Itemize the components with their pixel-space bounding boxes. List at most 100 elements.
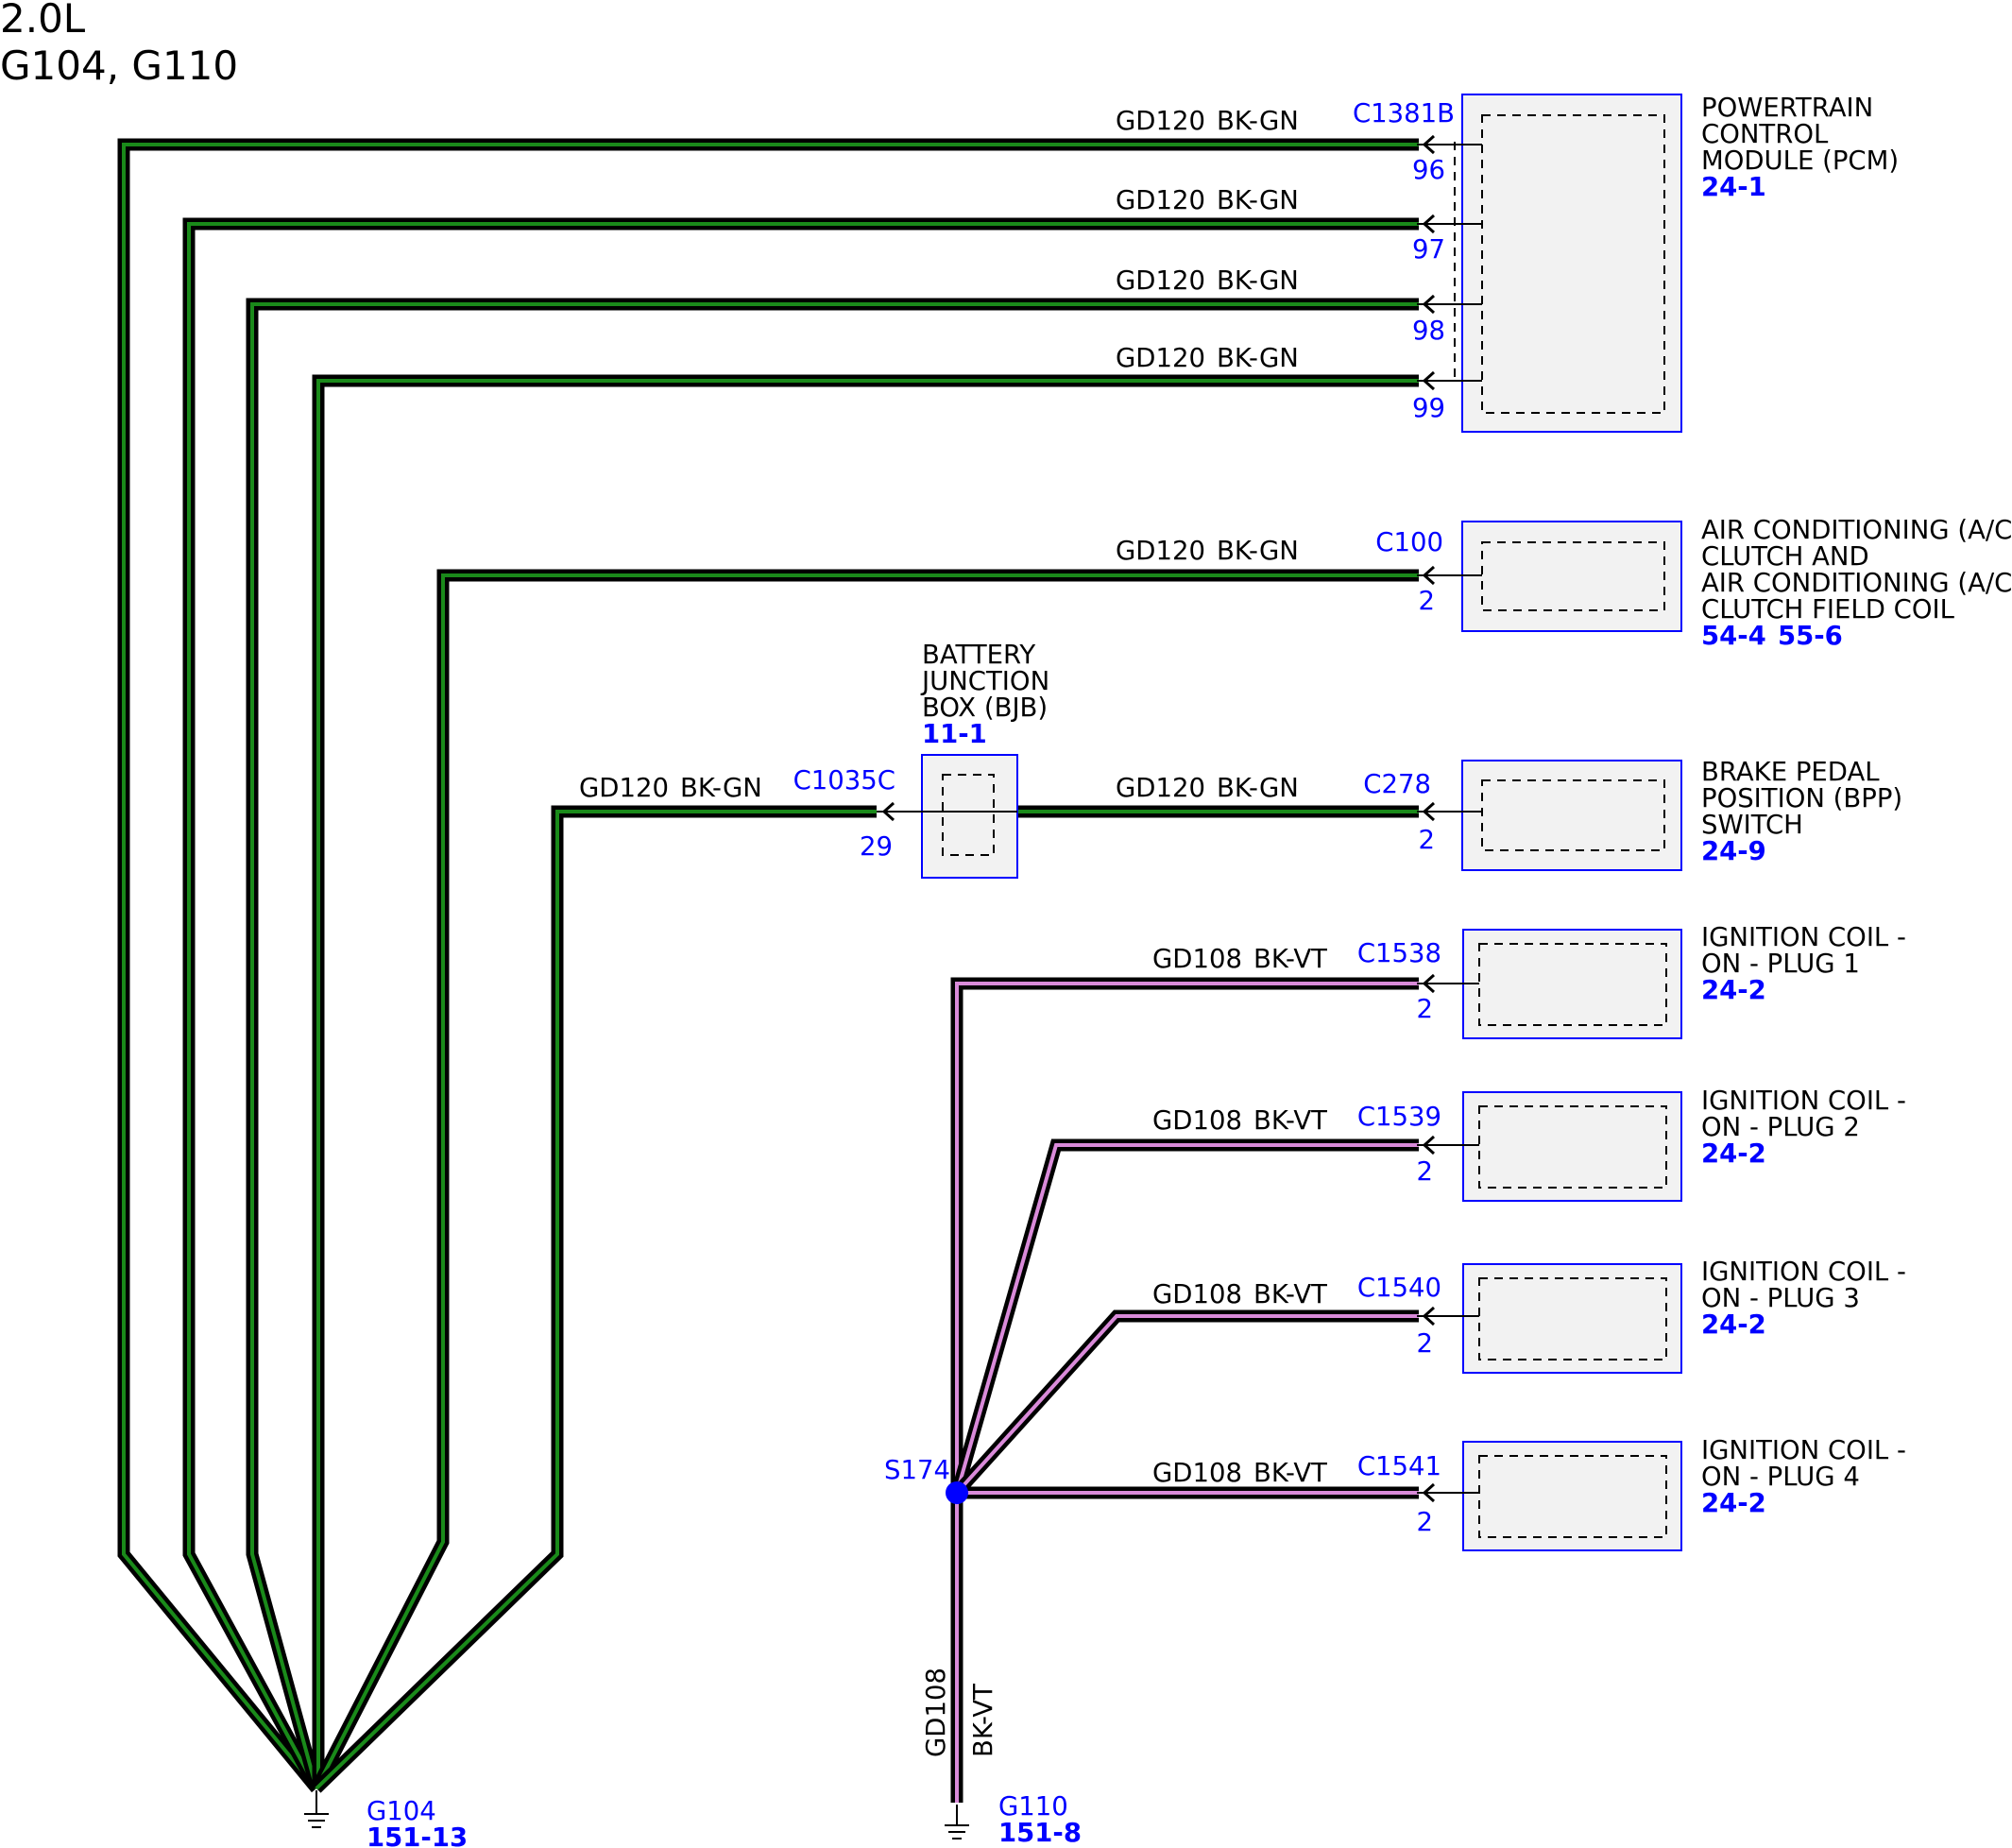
wire-pcm-99-core — [316, 379, 1419, 1788]
pcm-label-1: POWERTRAIN — [1701, 93, 1873, 123]
header-grounds: G104, G110 — [0, 43, 238, 89]
ground-g104-icon[interactable] — [304, 1790, 329, 1828]
splice-s174-dot[interactable] — [946, 1481, 968, 1504]
wire-bjb-core — [315, 810, 877, 1790]
ac-ref-link-1[interactable]: 54-4 — [1701, 621, 1766, 651]
ac-connector-id: C100 — [1375, 527, 1443, 557]
bpp-ref-link[interactable]: 24-9 — [1701, 836, 1766, 866]
wire-label-coil2-color: BK-VT — [1253, 1105, 1327, 1136]
ignition-coil-2-inner — [1478, 1105, 1667, 1189]
wire-pcm-96-core — [122, 143, 1419, 1790]
bjb-pin-arrow-icon — [881, 801, 895, 822]
wire-label-g110-color: BK-VT — [968, 1684, 998, 1757]
wire-coil-2-core — [955, 1143, 1419, 1494]
wire-label-coil1-circuit: GD108 — [1152, 944, 1242, 974]
bpp-label-1: BRAKE PEDAL — [1701, 757, 1880, 787]
coil2-label-2: ON - PLUG 2 — [1701, 1112, 1860, 1142]
ground-g110-icon[interactable] — [945, 1805, 969, 1839]
coil4-label-1: IGNITION COIL - — [1701, 1435, 1906, 1465]
coil3-pin: 2 — [1417, 1328, 1434, 1359]
wire-label-ac-color: BK-GN — [1217, 536, 1299, 566]
coil3-pin-arrow-icon — [1422, 1306, 1436, 1326]
bpp-label-3: SWITCH — [1701, 810, 1803, 840]
wire-label-pcm99-color: BK-GN — [1217, 343, 1299, 373]
coil1-ref-link[interactable]: 24-2 — [1701, 975, 1766, 1005]
ac-pin: 2 — [1419, 586, 1436, 616]
bjb-pin: 29 — [860, 831, 893, 862]
bjb-label-3: BOX (BJB) — [922, 693, 1048, 723]
bk-gn-wire-group — [117, 138, 1419, 1793]
ignition-coil-3-inner — [1478, 1277, 1667, 1360]
bjb-label-1: BATTERY — [922, 640, 1035, 670]
wire-label-coil2-circuit: GD108 — [1152, 1105, 1242, 1136]
coil4-ref-link[interactable]: 24-2 — [1701, 1488, 1766, 1518]
bpp-connector-id: C278 — [1363, 769, 1431, 799]
header-engine: 2.0L — [0, 0, 86, 42]
wire-label-bjb-circuit: GD120 — [579, 773, 669, 803]
pcm-pin-99-arrow-icon — [1422, 370, 1436, 391]
bjb-ref-link[interactable]: 11-1 — [922, 719, 987, 749]
wire-ac-clutch — [311, 569, 1419, 1791]
wire-label-pcm97-circuit: GD120 — [1116, 185, 1205, 215]
ground-g110-id: G110 — [998, 1791, 1068, 1822]
pcm-label-2: CONTROL — [1701, 119, 1829, 149]
ignition-coil-4[interactable] — [1462, 1441, 1682, 1551]
coil1-pin: 2 — [1417, 994, 1434, 1024]
wire-label-coil4-color: BK-VT — [1253, 1458, 1327, 1488]
wire-pcm-98-core — [250, 302, 1419, 1789]
ground-g104-ref[interactable]: 151-13 — [367, 1822, 468, 1848]
ignition-coil-2[interactable] — [1462, 1091, 1682, 1202]
coil4-connector-id: C1541 — [1357, 1451, 1441, 1481]
bjb-inner — [942, 774, 995, 856]
ignition-coil-3[interactable] — [1462, 1263, 1682, 1374]
bpp-switch[interactable] — [1461, 760, 1682, 871]
wire-label-ac-circuit: GD120 — [1116, 536, 1205, 566]
wire-coil-3-core — [955, 1314, 1419, 1495]
pcm-ref-link[interactable]: 24-1 — [1701, 172, 1766, 202]
wire-ac-clutch-core — [315, 573, 1419, 1789]
pcm-pin-97-arrow-icon — [1422, 214, 1436, 234]
wire-label-coil3-circuit: GD108 — [1152, 1279, 1242, 1309]
ground-g110-ref[interactable]: 151-8 — [998, 1818, 1082, 1848]
wire-pcm-99 — [312, 374, 1419, 1788]
bpp-pin-arrow-icon — [1422, 801, 1436, 822]
pcm-pin-96-arrow-icon — [1422, 134, 1436, 155]
coil1-label-1: IGNITION COIL - — [1701, 922, 1906, 952]
bk-vt-wire-group — [950, 977, 1419, 1803]
wire-label-pcm97-color: BK-GN — [1217, 185, 1299, 215]
ac-clutch-module[interactable] — [1461, 521, 1682, 632]
coil2-label-1: IGNITION COIL - — [1701, 1086, 1906, 1116]
ac-label-2: CLUTCH AND — [1701, 541, 1869, 572]
ac-pin-arrow-icon — [1422, 565, 1436, 586]
wire-label-bpp-circuit: GD120 — [1116, 773, 1205, 803]
coil3-ref-link[interactable]: 24-2 — [1701, 1309, 1766, 1340]
wire-label-bjb-color: BK-GN — [680, 773, 762, 803]
pcm-pin-98-arrow-icon — [1422, 294, 1436, 315]
bpp-label-2: POSITION (BPP) — [1701, 783, 1902, 813]
coil3-label-2: ON - PLUG 3 — [1701, 1283, 1860, 1313]
coil2-connector-id: C1539 — [1357, 1102, 1441, 1132]
bpp-pin: 2 — [1419, 825, 1436, 855]
coil4-pin: 2 — [1417, 1507, 1434, 1537]
pcm-pin-98: 98 — [1412, 316, 1445, 346]
pcm-pin-99: 99 — [1412, 393, 1445, 423]
wire-label-pcm98-circuit: GD120 — [1116, 265, 1205, 296]
coil3-connector-id: C1540 — [1357, 1273, 1441, 1303]
ac-label-4: CLUTCH FIELD COIL — [1701, 594, 1955, 625]
connector-pins — [877, 134, 1482, 1503]
wire-label-coil3-color: BK-VT — [1253, 1279, 1327, 1309]
ignition-coil-1[interactable] — [1462, 929, 1682, 1039]
bjb-module[interactable] — [921, 754, 1018, 879]
wire-label-pcm98-color: BK-GN — [1217, 265, 1299, 296]
wire-pcm-97 — [182, 217, 1419, 1792]
coil2-ref-link[interactable]: 24-2 — [1701, 1138, 1766, 1169]
pcm-module[interactable] — [1461, 94, 1682, 433]
wire-pcm-97-core — [187, 222, 1419, 1789]
wire-labels: GD120 BK-GN GD120 BK-GN GD120 BK-GN GD12… — [579, 106, 1327, 1757]
coil4-label-2: ON - PLUG 4 — [1701, 1462, 1860, 1492]
bpp-inner — [1481, 779, 1665, 851]
coil1-pin-arrow-icon — [1422, 973, 1436, 994]
coil3-label-1: IGNITION COIL - — [1701, 1257, 1906, 1287]
ac-ref-link-2[interactable]: 55-6 — [1778, 621, 1843, 651]
ignition-coil-1-inner — [1478, 943, 1667, 1026]
